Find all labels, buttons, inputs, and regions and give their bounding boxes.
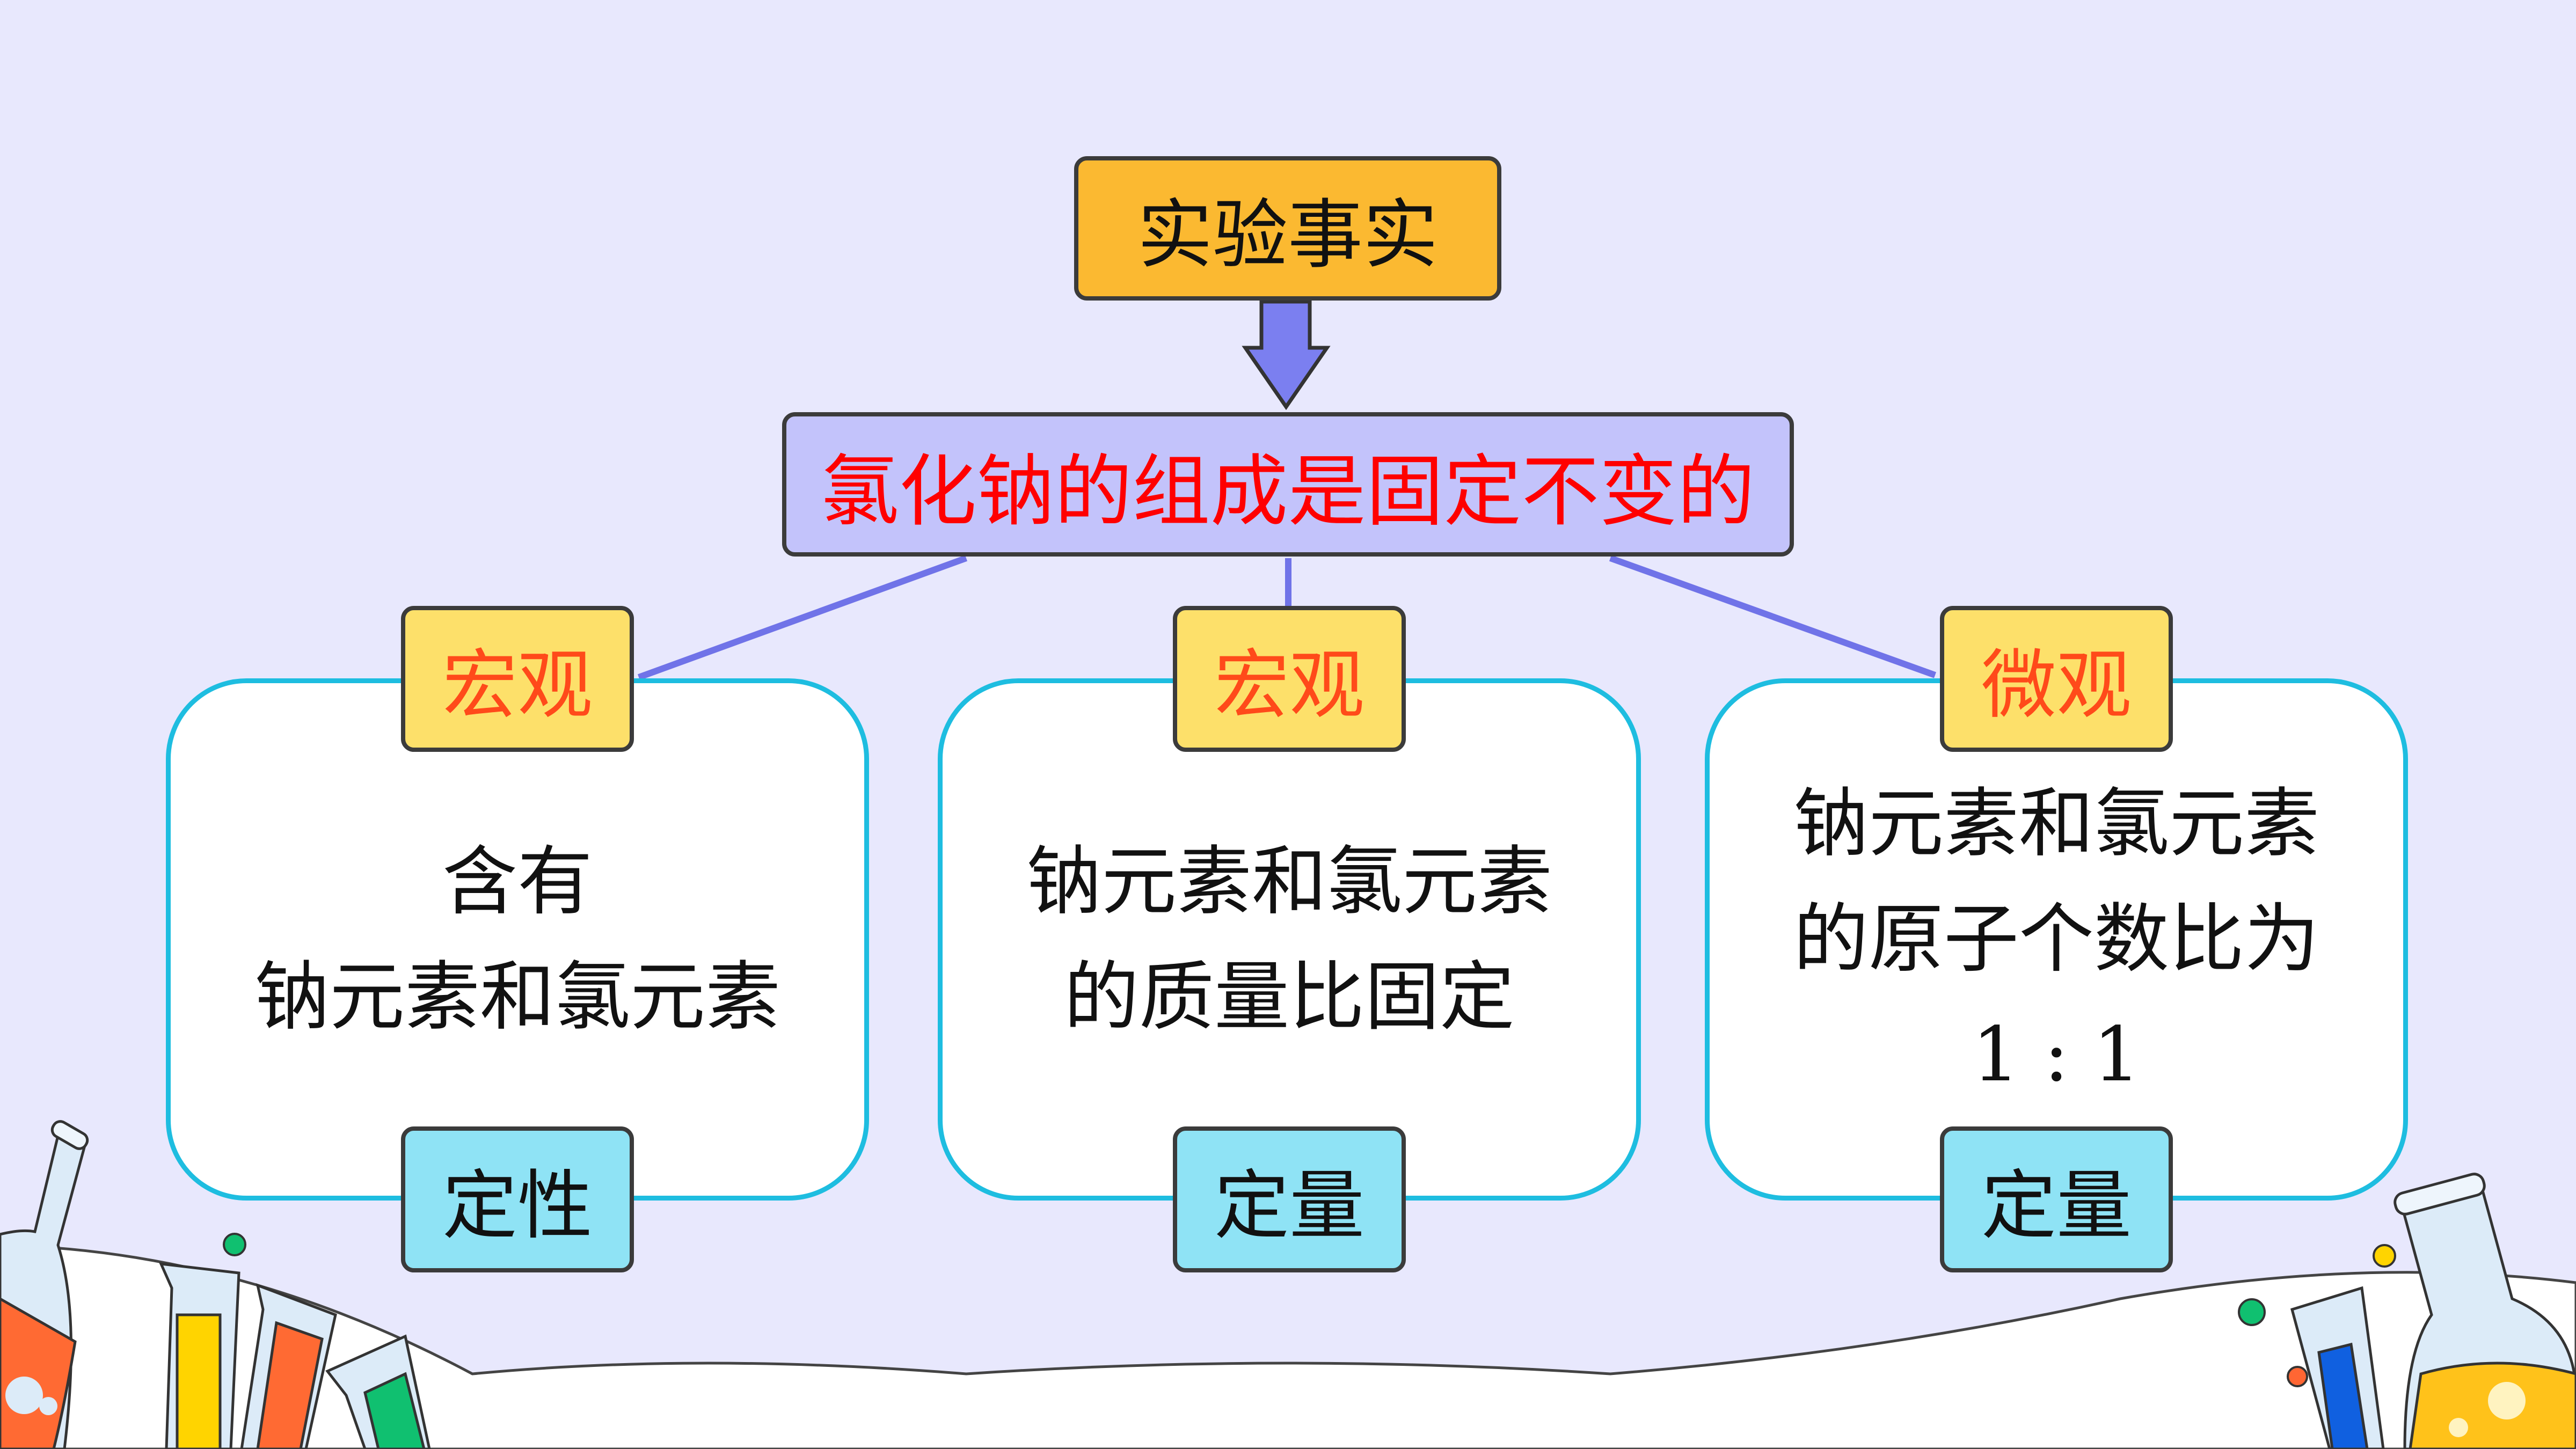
tag-macro-1: 宏观 bbox=[401, 606, 634, 752]
card-text-line: 的原子个数比为 bbox=[1793, 896, 2319, 983]
card-text-line: 钠元素和氯元素 bbox=[1793, 780, 2319, 868]
card-text-line: 钠元素和氯元素 bbox=[254, 953, 780, 1041]
card-text-line: 的质量比固定 bbox=[1063, 953, 1515, 1041]
connector-right bbox=[1609, 555, 1937, 678]
tag-label: 定量 bbox=[1214, 1162, 1364, 1250]
card-macro-quantitative: 钠元素和氯元素 的质量比固定 bbox=[938, 678, 1641, 1201]
card-text-line: 钠元素和氯元素 bbox=[1026, 838, 1552, 926]
conclusion-box: 氯化钠的组成是固定不变的 bbox=[782, 412, 1794, 557]
card-micro-quantitative: 钠元素和氯元素 的原子个数比为 1 : 1 bbox=[1705, 678, 2408, 1201]
tag-label: 微观 bbox=[1981, 642, 2132, 729]
connector-left bbox=[637, 555, 968, 680]
experiment-fact-box: 实验事实 bbox=[1074, 156, 1501, 301]
down-arrow-icon bbox=[1242, 299, 1331, 411]
card-macro-qualitative: 含有 钠元素和氯元素 bbox=[166, 678, 869, 1201]
tag-qualitative: 定性 bbox=[401, 1126, 634, 1272]
tag-micro: 微观 bbox=[1940, 606, 2173, 752]
card-text-line: 1 : 1 bbox=[1972, 1011, 2141, 1099]
tag-label: 定性 bbox=[442, 1162, 593, 1250]
conclusion-label: 氯化钠的组成是固定不变的 bbox=[821, 446, 1755, 537]
tag-label: 宏观 bbox=[1214, 642, 1364, 729]
card-text-line: 含有 bbox=[442, 838, 593, 926]
tag-macro-2: 宏观 bbox=[1173, 606, 1406, 752]
tag-quantitative-2: 定量 bbox=[1940, 1126, 2173, 1272]
tag-quantitative-1: 定量 bbox=[1173, 1126, 1406, 1272]
experiment-fact-label: 实验事实 bbox=[1137, 191, 1438, 279]
tag-label: 宏观 bbox=[442, 642, 593, 729]
tag-label: 定量 bbox=[1981, 1162, 2132, 1250]
